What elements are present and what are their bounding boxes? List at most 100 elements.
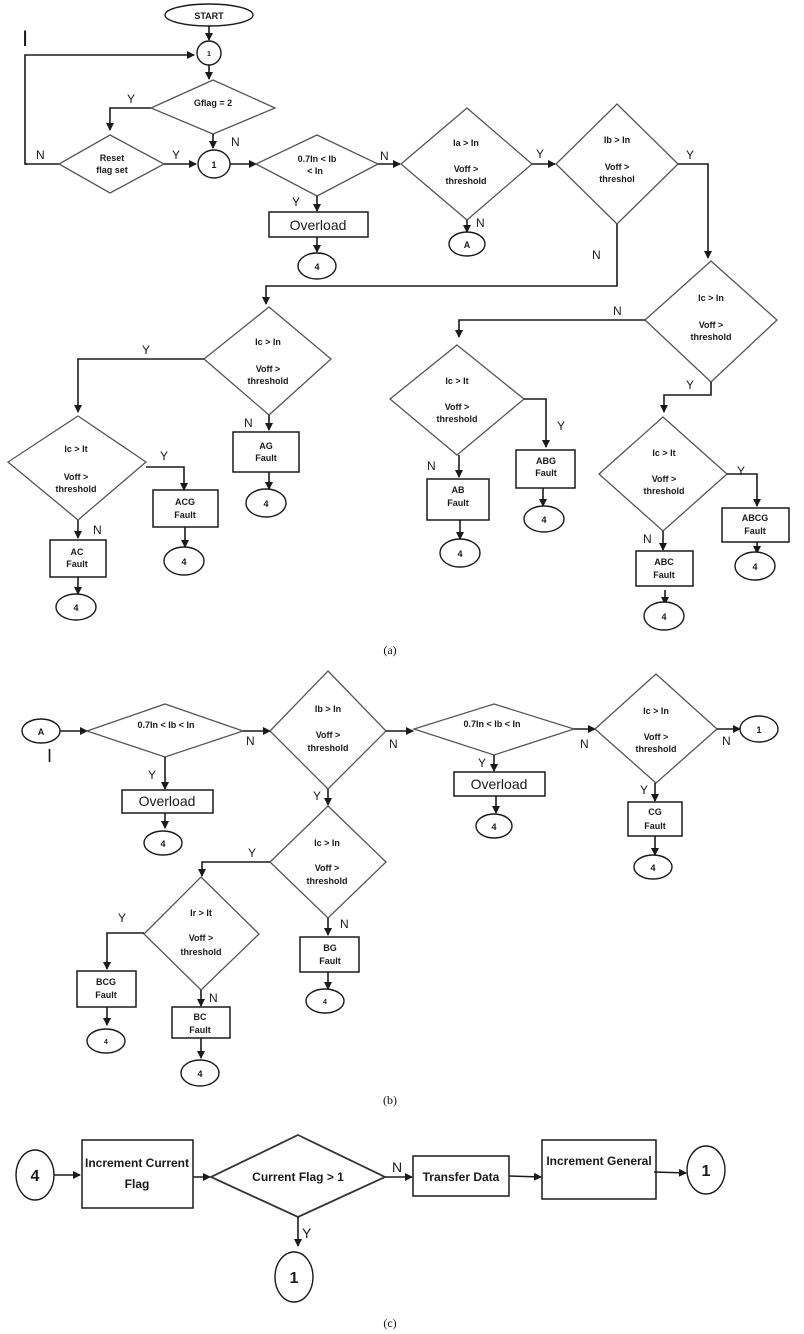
yes-label: Y [302,1225,312,1241]
connector-1 [686,1145,726,1195]
connector-1-label: 1 [756,725,761,735]
ic-right-label-1: Ic > In [643,706,669,716]
overload-box-1 [121,789,214,814]
yes-label: Y [313,789,321,803]
edge [678,163,712,259]
abg-fault-label-1: ABG [536,456,556,466]
abg-fault-box [515,449,576,489]
ib-label-3: threshol [599,174,635,184]
ic-mid-label-3: threshold [306,876,347,886]
edge [198,861,270,877]
connector-4 [55,593,97,621]
overload-2-label: Overload [471,776,528,792]
yes-label: Y [557,419,565,433]
transfer-data-label: Transfer Data [423,1170,500,1184]
bcg-fault-label-2: Fault [95,990,117,1000]
connector-4-label: 4 [323,999,327,1006]
overload-check-1-label: 0.7In < Ib < In [137,720,194,730]
connector-4-label: 4 [104,1039,108,1046]
start-label: START [194,11,224,21]
abcg-fault-label-1: ABCG [742,513,769,523]
ib-label-2: Voff > [316,730,341,740]
ac-fault-label-1: AC [71,547,84,557]
connector-4 [86,1028,126,1054]
connector-1-label: 1 [702,1163,711,1180]
connector-4 [180,1059,220,1087]
edge [727,473,761,507]
abc-fault-box [635,550,694,587]
no-label: N [613,304,622,318]
edge [653,1168,687,1177]
ic-it-left-label-3: threshold [55,484,96,494]
ib-label-3: threshold [307,743,348,753]
yes-label: Y [292,195,300,209]
bg-fault-label-1: BG [323,943,337,953]
bg-fault-label-2: Fault [319,956,341,966]
connector-4-label: 4 [541,515,546,525]
connector-4-label: 4 [197,1069,202,1079]
yes-label: Y [172,148,180,162]
ic-it-right-label-1: Ic > It [652,448,675,458]
connector-4-label: 4 [314,262,319,272]
figure-a: I START 1 Gflag = 2 Y N Reset flag set N… [6,3,790,657]
ic-right-decision [594,673,718,784]
ic-left-decision [202,306,332,416]
ib-label-2: Voff > [605,162,630,172]
yes-label: Y [737,464,745,478]
edge [660,382,712,413]
ag-fault-box [232,431,300,473]
ic-it-left-label-2: Voff > [64,472,89,482]
no-label: N [592,248,601,262]
reset-label-2: flag set [96,165,128,175]
reset-flag-decision [57,134,166,194]
no-label: N [380,149,389,163]
ab-fault-box [426,478,490,521]
ia-label-1: Ia > In [453,138,479,148]
yes-label: Y [536,147,544,161]
figure-c: 4 Increment Current Flag Current Flag > … [15,1134,726,1330]
ac-fault-label-2: Fault [66,559,88,569]
yes-label: Y [118,911,126,925]
connector-4 [245,488,287,518]
ic-it-right-label-2: Voff > [652,474,677,484]
cg-fault-label-2: Fault [644,821,666,831]
no-label: N [36,148,45,162]
caption-b: (b) [383,1093,397,1107]
cursor-marker: I [22,26,28,51]
no-label: N [209,991,218,1005]
connector-4-label: 4 [752,562,757,572]
connector-4 [643,601,685,631]
abcg-fault-label-2: Fault [744,526,766,536]
ic-left-label-3: threshold [247,376,288,386]
ic-left-label-1: Ic > In [255,337,281,347]
yes-label: Y [248,846,256,860]
connector-4 [439,538,481,568]
connector-4-label: 4 [160,839,165,849]
overload-decision-1 [84,703,246,758]
reset-label-1: Reset [100,153,125,163]
overload-check-label-2: < In [307,166,323,176]
edge [103,932,144,970]
connector-4 [633,854,673,880]
yes-label: Y [142,343,150,357]
increment-current-label-1: Increment Current [85,1156,189,1170]
ia-label-2: Voff > [454,164,479,174]
connector-4-label: 4 [661,612,666,622]
yes-label: Y [686,148,694,162]
no-label: N [244,416,253,430]
no-label: N [246,734,255,748]
ir-label-3: threshold [180,947,221,957]
connector-4-label: 4 [491,822,496,832]
ic-mid-label-2: Voff > [315,863,340,873]
edge [524,398,550,448]
ac-fault-box [49,539,107,578]
caption-c: (c) [383,1316,396,1330]
ic-mid-label-1: Ic > In [314,838,340,848]
bc-fault-label-2: Fault [189,1025,211,1035]
ag-fault-label-2: Fault [255,453,277,463]
yes-label: Y [640,783,648,797]
overload-box [268,211,369,238]
increment-general-label: Increment General [546,1154,651,1168]
overload-1-label: Overload [139,793,196,809]
edge [262,224,618,305]
